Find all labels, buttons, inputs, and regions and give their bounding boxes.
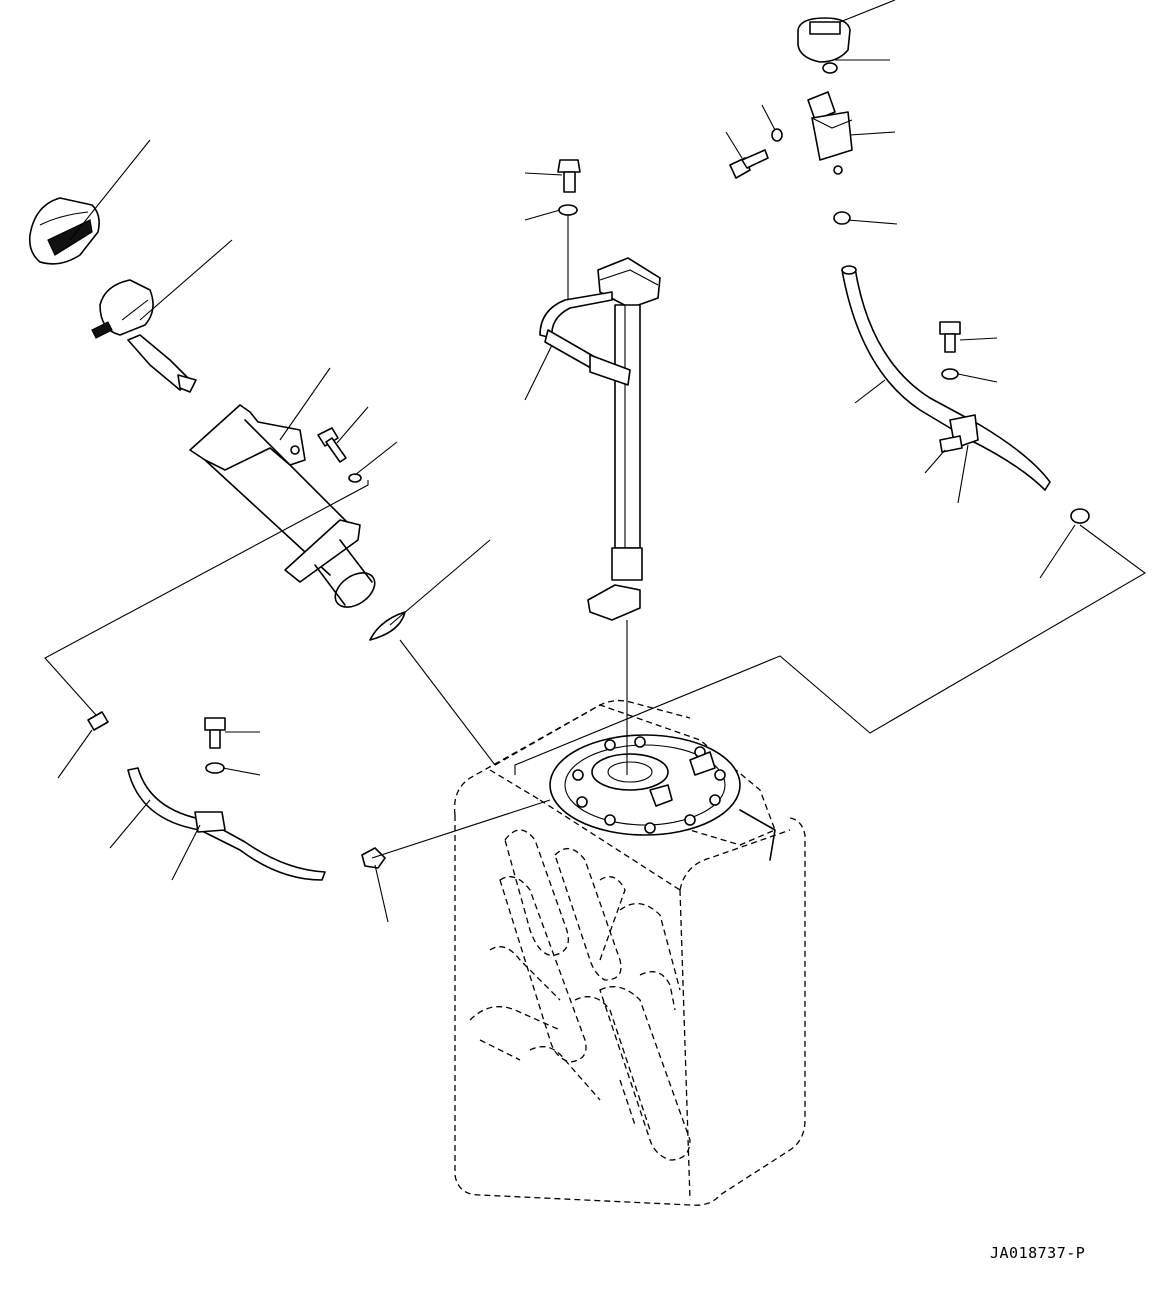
right-hose [841,265,1051,491]
filler-strainer [91,279,197,393]
tank [453,699,806,1206]
bolt-bracket [729,128,783,179]
left-hose [127,767,326,881]
bolt-right [939,321,961,380]
hose-clamp-top [833,211,851,225]
bolt-filler [317,427,362,483]
drawing-code: JA018737-P [990,1244,1086,1262]
breather [797,17,851,74]
tank-top-flange [549,734,776,861]
leader-lines [57,0,1076,923]
assembly-lines [44,215,1146,859]
bolt-left [204,717,226,774]
solenoid-bracket [807,91,853,175]
level-sender [539,257,661,621]
hose-clamp-right [1070,508,1090,524]
bolt-sender [557,159,581,216]
hose-clamp-left [87,711,109,731]
filler-pipe [189,404,376,608]
filler-cap [28,197,100,265]
